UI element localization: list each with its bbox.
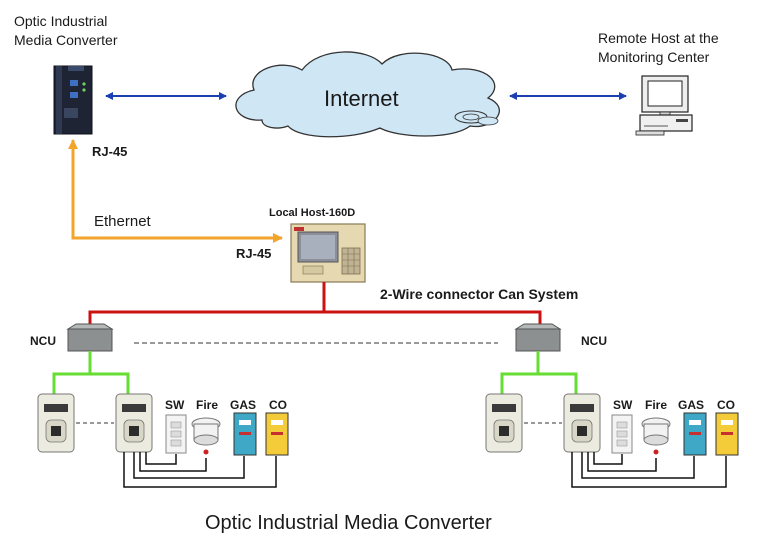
ncu-branch-right — [500, 351, 578, 396]
ncu-branch-left — [52, 351, 130, 396]
sensor-label-fire: Fire — [645, 398, 668, 412]
remote-host-line2: Monitoring Center — [598, 49, 710, 65]
gas-detector-icon — [683, 412, 707, 456]
sensor-wiring-left — [123, 452, 277, 488]
sensor-label-sw: SW — [165, 398, 185, 412]
media-converter-icon — [53, 65, 93, 135]
smoke-detector-icon — [641, 417, 671, 455]
rj45-top-label: RJ-45 — [92, 144, 128, 159]
smoke-detector-icon — [191, 417, 221, 455]
sensor-label-fire: Fire — [196, 398, 219, 412]
rj45-host-label: RJ-45 — [236, 246, 272, 261]
computer-icon — [635, 75, 693, 136]
meter-icon — [485, 393, 523, 453]
ncu-right-label: NCU — [581, 334, 607, 348]
sensor-label-sw: SW — [613, 398, 633, 412]
meter-icon — [115, 393, 153, 453]
sensor-label-gas: GAS — [230, 398, 257, 412]
ncu-icon — [66, 323, 114, 352]
gas-detector-icon — [233, 412, 257, 456]
co-detector-icon — [715, 412, 739, 456]
can-bus — [88, 282, 542, 330]
converter-title-line2: Media Converter — [14, 32, 118, 48]
internet-label: Internet — [324, 86, 399, 111]
sensor-wiring-right — [571, 452, 727, 488]
ncu-icon — [514, 323, 562, 352]
can-bus-label: 2-Wire connector Can System — [380, 286, 579, 302]
co-detector-icon — [265, 412, 289, 456]
ethernet-label: Ethernet — [94, 213, 151, 230]
sensor-label-gas: GAS — [678, 398, 705, 412]
ncu-left-label: NCU — [30, 334, 56, 348]
meter-icon — [37, 393, 75, 453]
ethernet-link — [68, 139, 283, 243]
meter-icon — [563, 393, 601, 453]
local-host-panel-icon — [290, 223, 366, 283]
remote-host-line1: Remote Host at the — [598, 30, 719, 46]
sensor-label-co: CO — [717, 398, 735, 412]
sensor-label-co: CO — [269, 398, 287, 412]
switch-icon — [611, 414, 633, 454]
converter-title-line1: Optic Industrial — [14, 13, 108, 29]
caption: Optic Industrial Media Converter — [205, 512, 492, 534]
internet-cloud-icon — [235, 51, 500, 138]
local-host-label: Local Host-160D — [269, 207, 356, 219]
switch-icon — [165, 414, 187, 454]
